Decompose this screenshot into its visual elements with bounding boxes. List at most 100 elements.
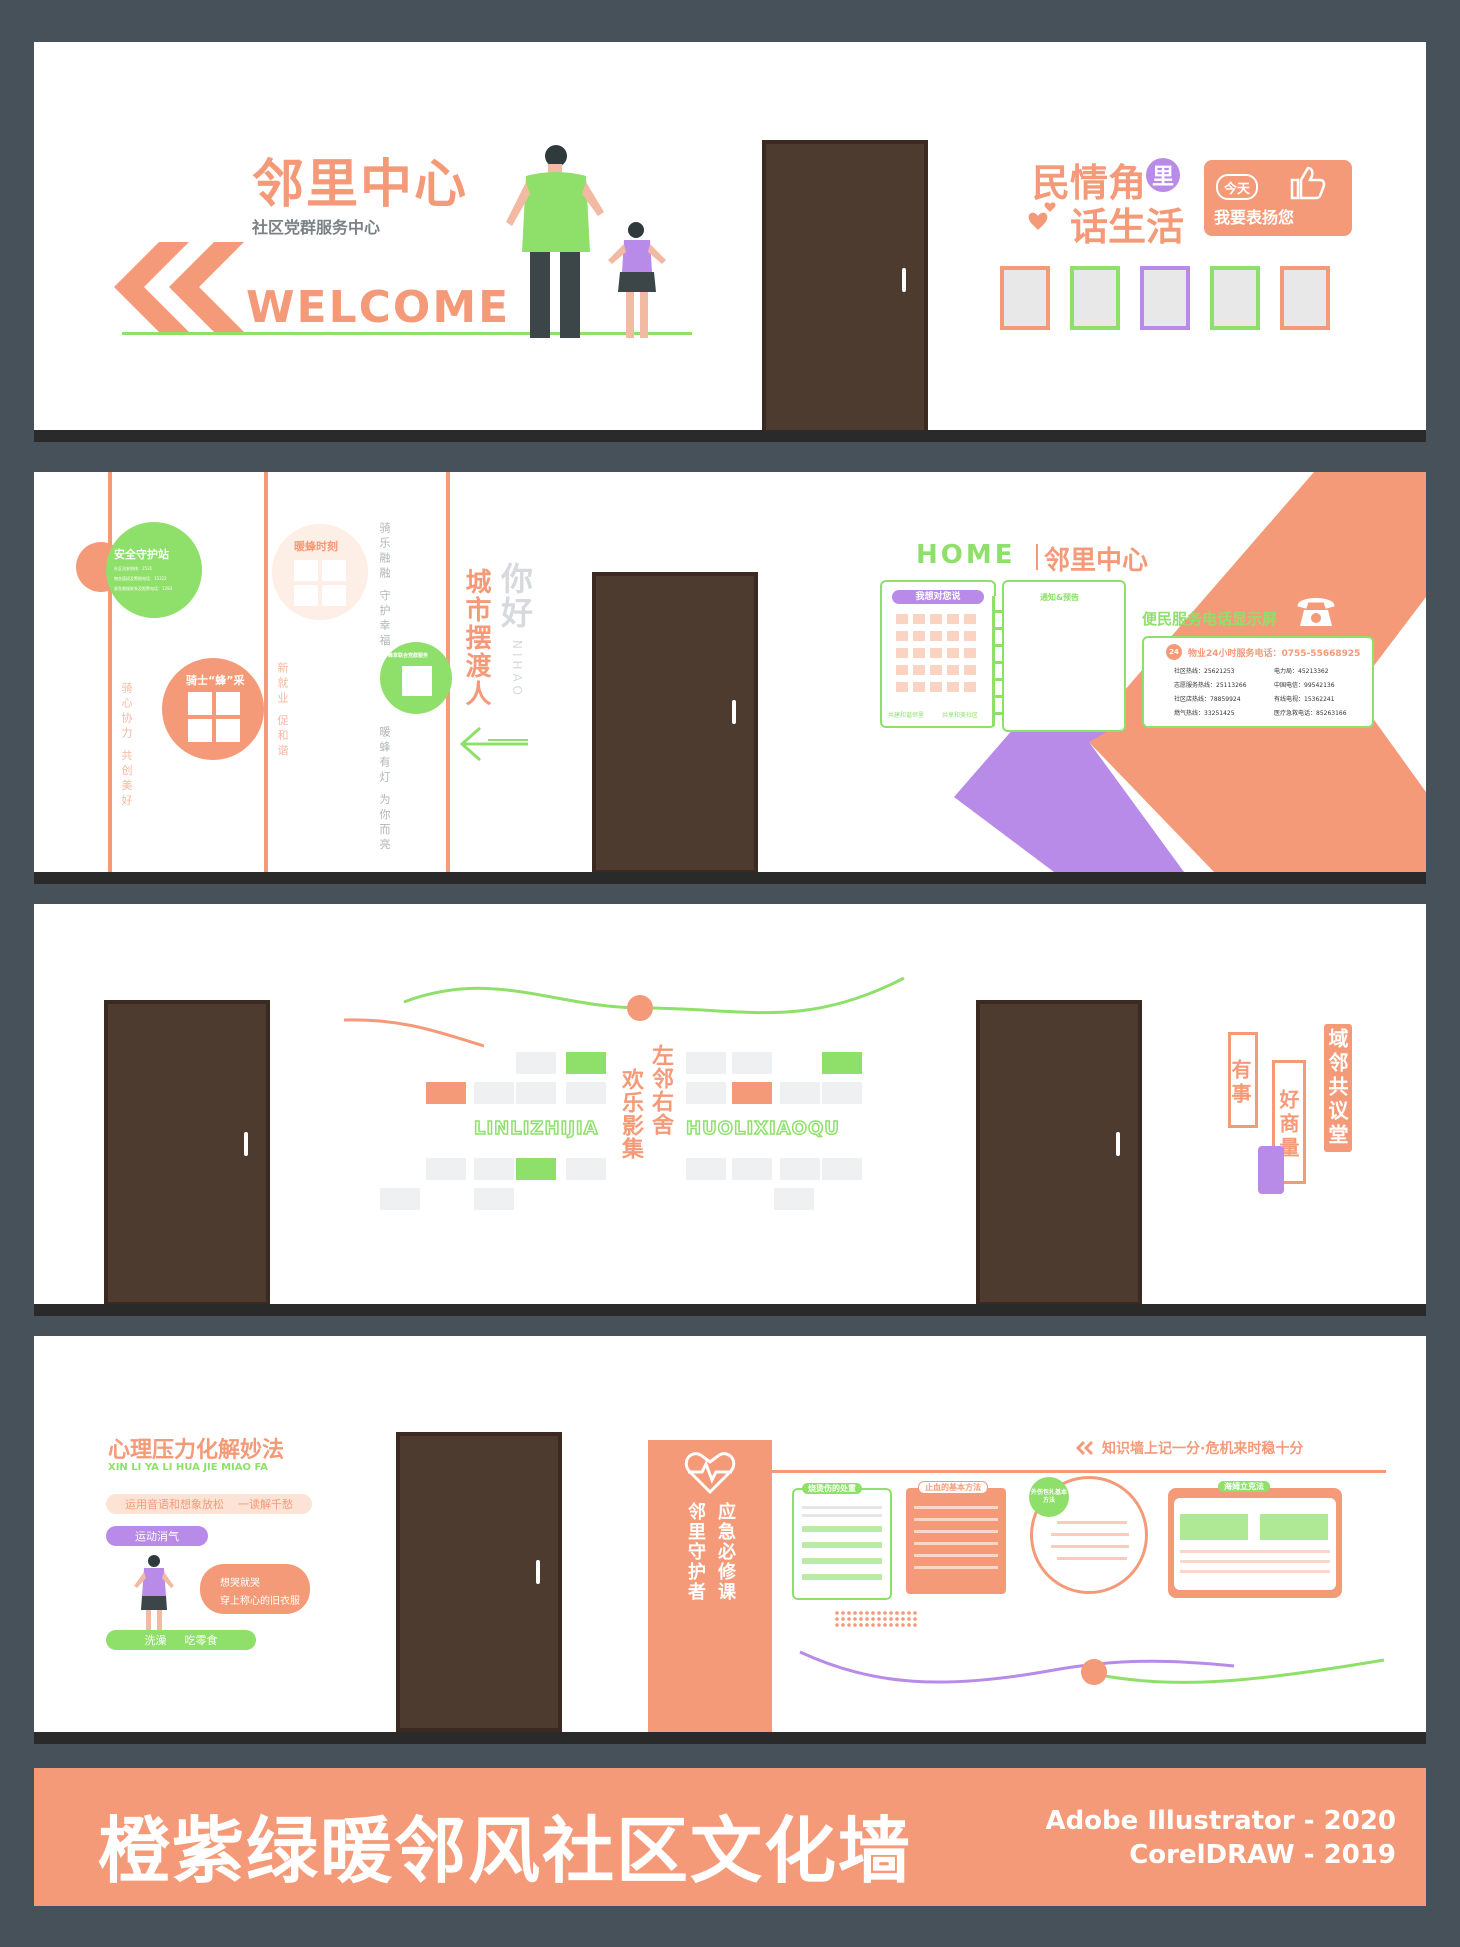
grid-cell (913, 665, 925, 675)
safety-line: 紧急救援联系及报警电话：1283 (114, 586, 173, 591)
dot (883, 1623, 887, 1627)
board-footer: 共建和谐邻里 (888, 712, 925, 719)
home-subtitle: 邻里中心 (1044, 546, 1149, 576)
door[interactable] (104, 1000, 270, 1306)
message-board-title: 我想对您说 (892, 590, 984, 604)
dot (877, 1617, 881, 1621)
hour-24-badge: 24 (1166, 644, 1182, 660)
door-handle[interactable] (732, 700, 736, 724)
safety-station-title: 安全守护站 (114, 548, 169, 561)
wave-decoration (344, 976, 905, 1048)
grid-cell (947, 648, 959, 658)
phone-cell: 中国电信：99542136 (1274, 682, 1335, 689)
lin-english: LINLIZHIJIA (473, 1117, 599, 1140)
dot (859, 1623, 863, 1627)
morning-card-title: 暖蜂时刻 (294, 540, 338, 553)
tip-line: 穿上称心的旧衣服 (220, 1596, 300, 1607)
knowledge-slogan: 知识墙上记一分·危机来时稳十分 (1102, 1441, 1304, 1457)
dot (883, 1611, 887, 1615)
text-line (1057, 1557, 1127, 1560)
vertical-slogan: 骑乐融融 守护幸福 (378, 522, 391, 650)
chevron-left-icon (114, 242, 244, 332)
info-card-bleeding: 止血的基本方法 (906, 1481, 1006, 1594)
vertical-slogan: 新就业 促和谐 (276, 662, 289, 760)
photo-frame (1280, 266, 1330, 330)
dot (865, 1611, 869, 1615)
grid-cell (896, 614, 908, 624)
highlight-block (1180, 1514, 1248, 1540)
grid-cell (964, 665, 976, 675)
tip-line: 想哭就哭 (220, 1578, 260, 1589)
door-handle[interactable] (902, 268, 906, 292)
info-card-burns: 烧烫伤的处置 (792, 1483, 892, 1600)
welcome-text: WELCOME (246, 282, 511, 333)
dot (871, 1623, 875, 1627)
dot (901, 1617, 905, 1621)
info-card-title: 海姆立克法 (1218, 1481, 1270, 1492)
notice-board: 通知&预告 (1002, 580, 1126, 732)
photo-frame (1210, 266, 1260, 330)
photo-tile (822, 1158, 862, 1180)
door[interactable] (592, 572, 758, 874)
floor-skirting (34, 1732, 1426, 1744)
photo-tile (426, 1158, 466, 1180)
dot (853, 1611, 857, 1615)
phone-cell: 电力局：45213362 (1274, 668, 1329, 675)
dot (883, 1617, 887, 1621)
message-board: 我想对您说 共建和谐邻里 共享和美社区 (880, 580, 996, 728)
tip-pill: 洗澡吃零食 (106, 1630, 256, 1650)
dot (871, 1617, 875, 1621)
text-line (914, 1518, 998, 1521)
phone-cell: 燃气热线：33251425 (1174, 710, 1235, 717)
door[interactable] (762, 140, 928, 442)
phone-cell: 志愿服务热线：25113266 (1174, 682, 1247, 689)
phone-cell: 社区热线：25621253 (1174, 668, 1235, 675)
dot (913, 1617, 917, 1621)
praise-badge: 今天 我要表扬您 (1204, 160, 1352, 236)
photo-tile (566, 1158, 606, 1180)
photo-tile (516, 1082, 556, 1104)
double-chevron-icon (1076, 1440, 1094, 1456)
text-line (1180, 1570, 1330, 1573)
grid-cell (964, 682, 976, 692)
door[interactable] (396, 1432, 562, 1732)
photo-frame (1070, 266, 1120, 330)
photo-tile (822, 1082, 862, 1104)
photo-tile (686, 1052, 726, 1074)
heimlich-inner (1174, 1498, 1336, 1590)
photo-tile (732, 1158, 772, 1180)
speech-bubble-youshi: 有事 (1228, 1032, 1258, 1128)
grid-cell (913, 682, 925, 692)
dot (835, 1623, 839, 1627)
knight-card-title: 骑士“蜂”采 (186, 674, 245, 687)
dot (865, 1617, 869, 1621)
emergency-course-vertical: 应急必修课 (715, 1502, 736, 1602)
photo-tile (686, 1158, 726, 1180)
tip-pill: 运用音语和想象放松一读解千愁 (106, 1494, 312, 1514)
volunteer-card-title: 蜂享联合党群服务 (388, 653, 429, 659)
dot (835, 1611, 839, 1615)
green-underline (122, 332, 692, 335)
dot (871, 1611, 875, 1615)
orange-pole (264, 472, 268, 872)
highlight-block (1260, 1514, 1328, 1540)
phone-cell: 社区店热线：78859924 (1174, 696, 1241, 703)
grid-cell (930, 682, 942, 692)
photo-tile (780, 1158, 820, 1180)
knowledge-line (772, 1470, 1386, 1473)
psychology-english: XIN LI YA LI HUA JIE MIAO FA (108, 1462, 268, 1473)
door-handle[interactable] (244, 1132, 248, 1156)
door-handle[interactable] (1116, 1132, 1120, 1156)
emergency-column: 应急必修课 邻里守护者 (648, 1440, 772, 1732)
door-handle[interactable] (536, 1560, 540, 1584)
dot (859, 1611, 863, 1615)
grid-cell (930, 614, 942, 624)
grid-cell (913, 631, 925, 641)
grid-cell (947, 665, 959, 675)
heartbeat-icon (684, 1452, 736, 1494)
dot (907, 1623, 911, 1627)
li-character: 里 (1151, 165, 1174, 190)
orange-pole (108, 472, 112, 872)
dot (907, 1611, 911, 1615)
door[interactable] (976, 1000, 1142, 1306)
